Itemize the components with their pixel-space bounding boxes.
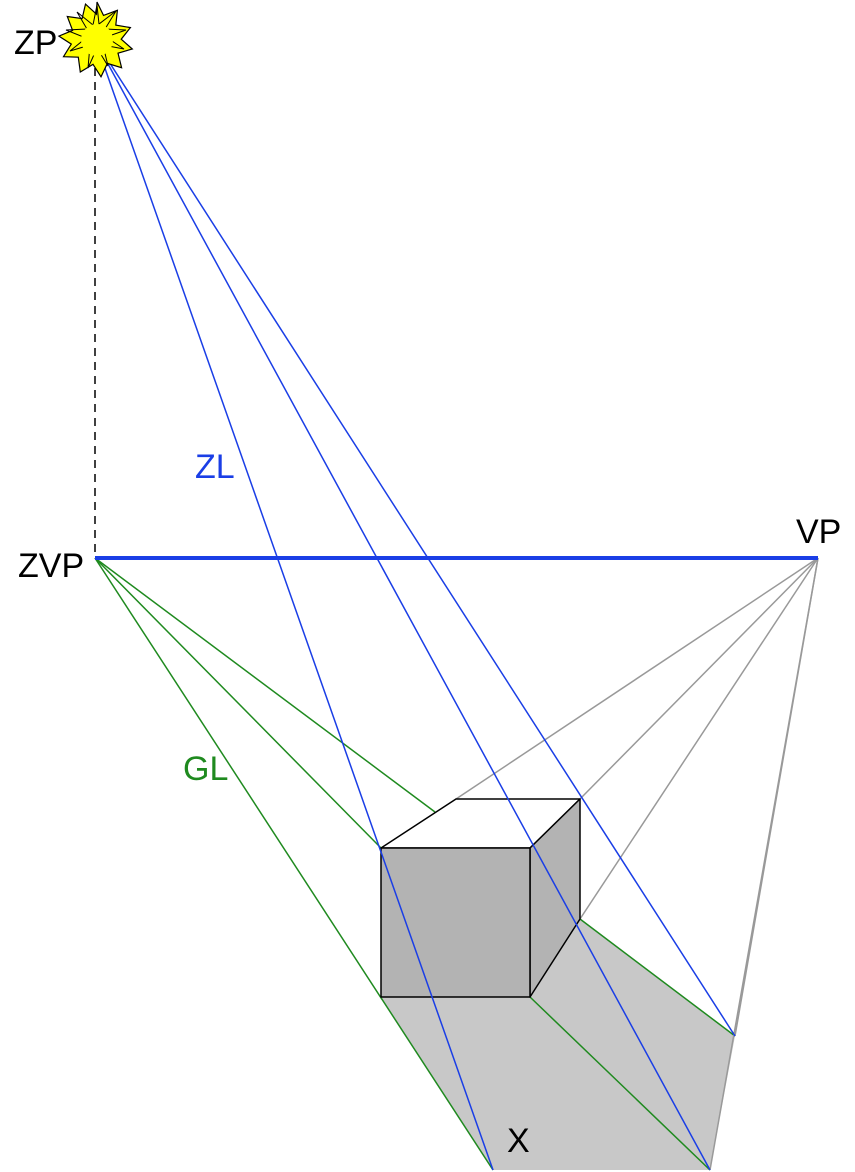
label-sun-lines: ZL (195, 448, 235, 486)
label-vanishing-point: VP (796, 513, 841, 551)
sun-line (94, 39, 736, 1037)
ground-line (94, 557, 494, 1171)
ground-line (529, 996, 711, 1171)
sun-line (94, 39, 494, 1171)
ground-line (94, 557, 382, 849)
ground-line (579, 918, 736, 1037)
perspective-line (579, 557, 819, 920)
label-ground-lines: GL (183, 750, 228, 788)
perspective-line (579, 557, 819, 800)
sun-lines (94, 39, 736, 1171)
perspective-line (709, 557, 819, 1171)
sun-icon (57, 1, 134, 79)
perspective-lines (455, 557, 819, 1171)
label-sun-point: ZP (14, 24, 57, 62)
ground-line (94, 557, 436, 813)
cube-front-face (380, 847, 531, 998)
cast-shadow (381, 919, 735, 1170)
sun-line (94, 39, 711, 1171)
cube (380, 798, 581, 998)
perspective-line (455, 557, 819, 800)
ground-lines (94, 557, 736, 1171)
label-shadow-corner: X (507, 1122, 530, 1160)
label-sun-vanishing-point: ZVP (18, 547, 84, 585)
